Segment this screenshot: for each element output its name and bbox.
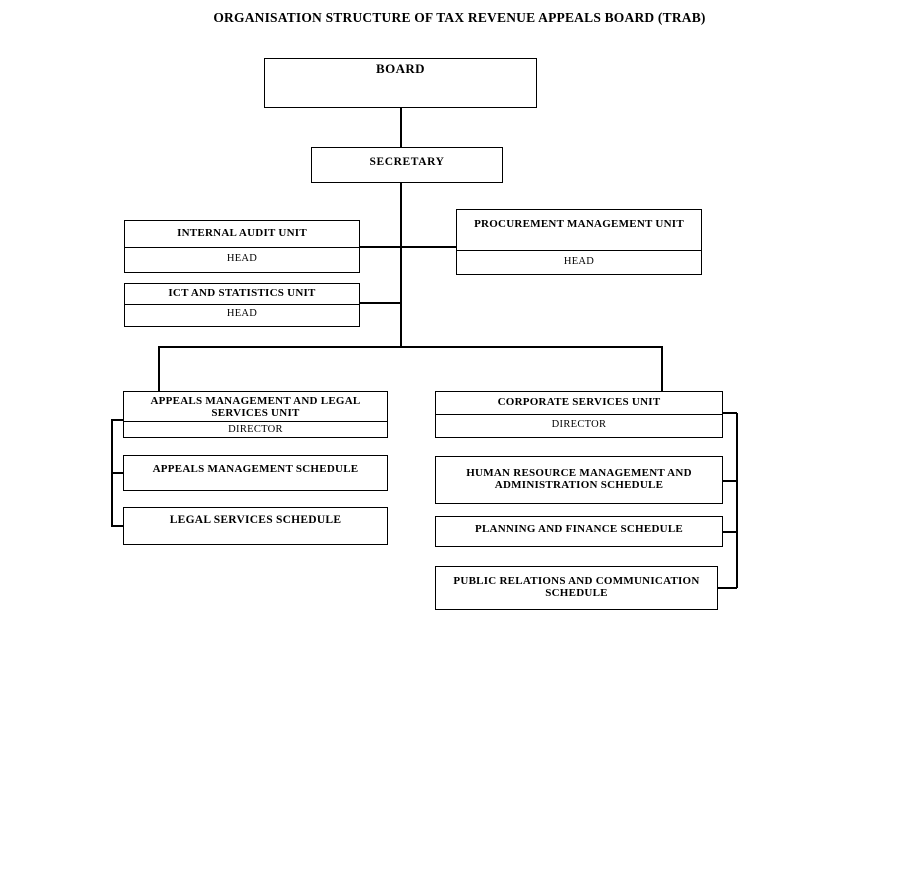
- connector-corporate-bracket-spine: [736, 413, 738, 588]
- node-legal-schedule-title: LEGAL SERVICES SCHEDULE: [169, 514, 342, 526]
- connector-appeals-bracket-to-appeals-schedule: [111, 472, 124, 474]
- node-internal-audit-unit[interactable]: INTERNAL AUDIT UNIT HEAD: [124, 220, 360, 273]
- connector-corporate-bracket-to-hrm: [723, 480, 737, 482]
- connector-directorate-bus: [158, 346, 662, 348]
- connector-corporate-bracket-to-director: [723, 412, 737, 414]
- connector-appeals-bracket-to-director: [111, 419, 124, 421]
- node-procurement-title: PROCUREMENT MANAGEMENT UNIT: [474, 218, 684, 230]
- connector-corporate-bracket-to-public-relations: [718, 587, 737, 589]
- connector-spine-to-procurement: [400, 246, 457, 248]
- node-legal-services-schedule[interactable]: LEGAL SERVICES SCHEDULE: [123, 507, 388, 545]
- node-board-title: BOARD: [376, 61, 425, 76]
- connector-secretary-spine: [400, 183, 402, 347]
- node-procurement-role: HEAD: [457, 250, 701, 270]
- node-planning-schedule-title: PLANNING AND FINANCE SCHEDULE: [474, 523, 684, 535]
- node-planning-finance-schedule[interactable]: PLANNING AND FINANCE SCHEDULE: [435, 516, 723, 547]
- connector-spine-to-ict: [360, 302, 401, 304]
- connector-bus-drop-corporate: [661, 346, 663, 391]
- node-hrm-administration-schedule[interactable]: HUMAN RESOURCE MANAGEMENT AND ADMINISTRA…: [435, 456, 723, 504]
- connector-corporate-bracket-to-planning: [723, 531, 737, 533]
- node-corporate-unit-title: CORPORATE SERVICES UNIT: [497, 396, 661, 408]
- node-ict-statistics-role: HEAD: [125, 304, 359, 322]
- node-appeals-management-legal-services-unit[interactable]: APPEALS MANAGEMENT AND LEGAL SERVICES UN…: [123, 391, 388, 438]
- node-corporate-unit-role: DIRECTOR: [436, 414, 722, 433]
- node-secretary[interactable]: SECRETARY: [311, 147, 503, 183]
- node-public-relations-communication-schedule[interactable]: PUBLIC RELATIONS AND COMMUNICATION SCHED…: [435, 566, 718, 610]
- connector-board-to-secretary: [400, 108, 402, 147]
- node-board[interactable]: BOARD: [264, 58, 537, 108]
- connector-bus-drop-appeals: [158, 346, 160, 391]
- node-appeals-management-schedule[interactable]: APPEALS MANAGEMENT SCHEDULE: [123, 455, 388, 491]
- node-appeals-unit-role: DIRECTOR: [124, 421, 387, 438]
- node-public-relations-schedule-title: PUBLIC RELATIONS AND COMMUNICATION SCHED…: [453, 575, 700, 600]
- connector-appeals-bracket-to-legal-schedule: [111, 525, 124, 527]
- node-ict-statistics-unit[interactable]: ICT AND STATISTICS UNIT HEAD: [124, 283, 360, 327]
- node-hrm-schedule-title: HUMAN RESOURCE MANAGEMENT AND ADMINISTRA…: [466, 467, 692, 492]
- node-secretary-title: SECRETARY: [369, 156, 445, 168]
- node-procurement-management-unit[interactable]: PROCUREMENT MANAGEMENT UNIT HEAD: [456, 209, 702, 275]
- node-corporate-services-unit[interactable]: CORPORATE SERVICES UNIT DIRECTOR: [435, 391, 723, 438]
- node-internal-audit-role: HEAD: [125, 247, 359, 267]
- node-appeals-unit-title: APPEALS MANAGEMENT AND LEGAL SERVICES UN…: [150, 395, 361, 420]
- connector-spine-to-internal-audit: [360, 246, 401, 248]
- node-internal-audit-title: INTERNAL AUDIT UNIT: [177, 227, 307, 239]
- node-appeals-schedule-title: APPEALS MANAGEMENT SCHEDULE: [152, 463, 359, 475]
- node-ict-statistics-title: ICT AND STATISTICS UNIT: [168, 287, 316, 299]
- page-title: ORGANISATION STRUCTURE OF TAX REVENUE AP…: [213, 10, 706, 25]
